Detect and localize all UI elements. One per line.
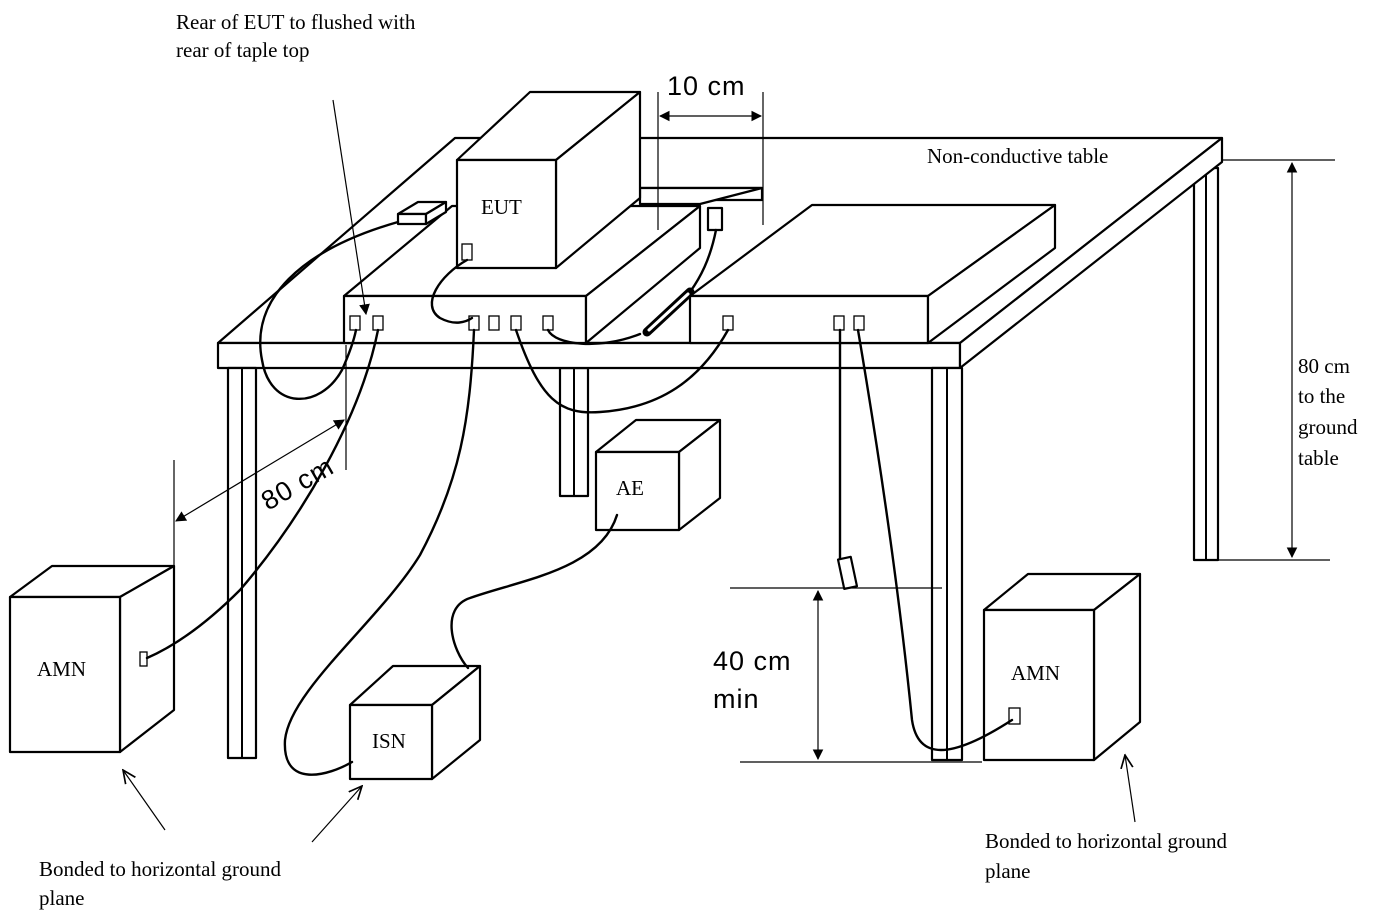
port [1008,707,1021,725]
table-edge-front [216,341,962,370]
table-label: Non-conductive table [927,144,1108,168]
labels: Rear of EUT to flushed with rear of tapl… [37,10,1358,910]
bonded-left-line-2: plane [39,886,84,910]
dim-80cm-right-line-2: to the [1298,384,1345,408]
amn-right-label: AMN [1011,661,1060,685]
port [372,315,384,331]
port [833,315,845,331]
back-connector [706,206,724,232]
isn-box [348,664,482,781]
dim-80cm-left-label: 80 cm [256,451,339,516]
dim-80cm-right-line-3: ground [1298,415,1358,439]
port [853,315,865,331]
ae-label: AE [616,476,644,500]
cables [145,220,1014,776]
port [542,315,554,331]
small-connector-device [396,200,448,226]
rear-note-line-2: rear of taple top [176,38,310,62]
port [349,315,361,331]
port [722,315,734,331]
table-edge-side [958,136,1224,370]
bonded-right-line-1: Bonded to horizontal ground [985,829,1228,853]
amn-right-box [982,572,1142,762]
hanging-connector [836,555,859,591]
ferrite-clamp [642,287,695,337]
amn-left-box [8,564,176,754]
platform-right [688,203,1057,345]
amn-left-label: AMN [37,657,86,681]
port [461,243,473,261]
port [510,315,522,331]
bonded-right-line-2: plane [985,859,1030,883]
bonded-left-line-1: Bonded to horizontal ground [39,857,282,881]
dim-40cm-line-1: 40 cm [713,646,792,676]
ae-box [594,418,722,532]
annotation-lines [123,92,1335,843]
dim-10cm-label: 10 cm [667,71,746,101]
port [488,315,500,331]
table-leg-front-left [226,366,258,760]
isn-label: ISN [372,729,406,753]
eut-box [455,90,642,270]
dim-80cm-right-line-1: 80 cm [1298,354,1350,378]
table-leg-front-right [930,366,964,762]
rear-note-line-1: Rear of EUT to flushed with [176,10,416,34]
eut-label: EUT [481,195,522,219]
table-leg-back-right [1192,166,1220,562]
table-leg-back-left [558,366,590,498]
port [139,651,148,667]
dim-80cm-right-line-4: table [1298,446,1339,470]
dim-40cm-line-2: min [713,684,760,714]
